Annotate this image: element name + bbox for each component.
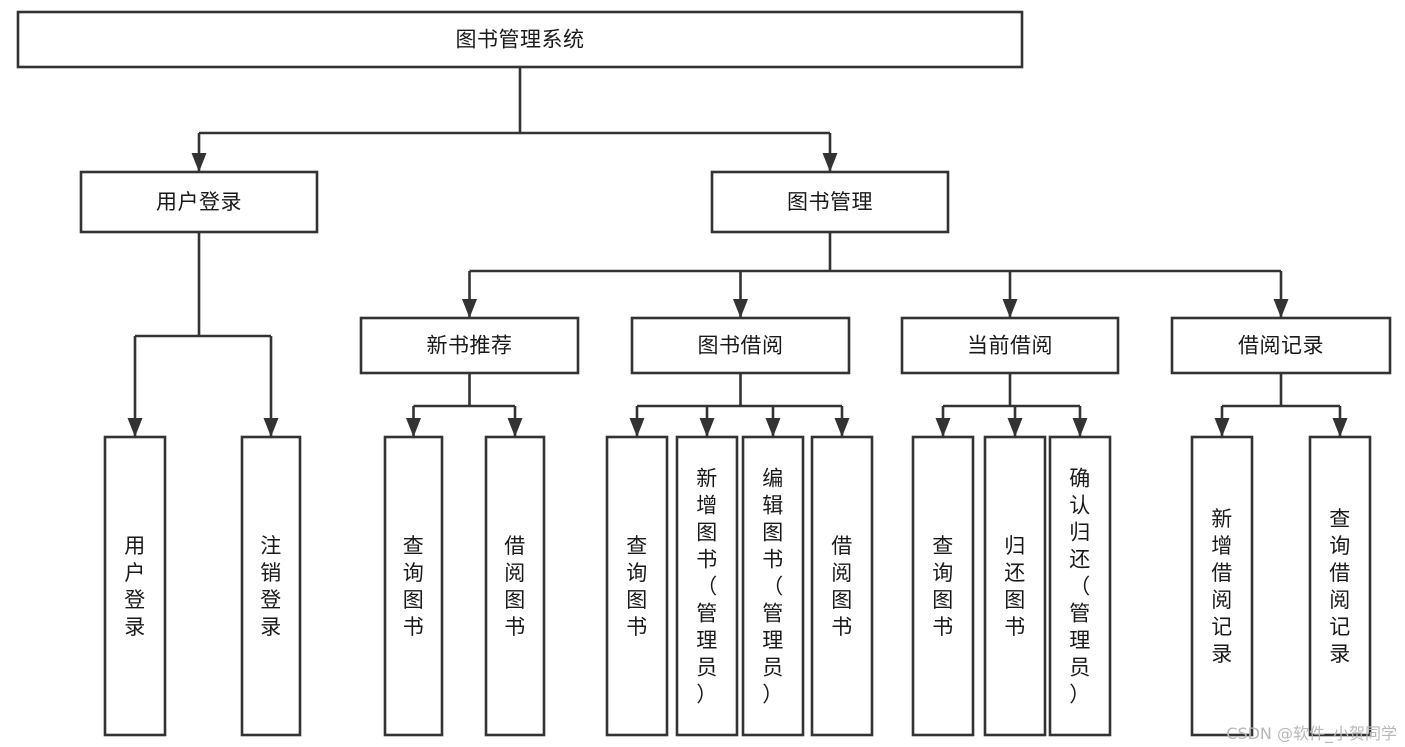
node-label: 确认归还（管理员） xyxy=(1069,467,1091,707)
node-box[interactable] xyxy=(911,435,975,737)
node-box[interactable] xyxy=(605,435,669,737)
edge-group-login xyxy=(127,232,279,437)
edge-arrowhead xyxy=(822,153,838,172)
node-leaf-current-confirm[interactable]: 确认归还（管理员） xyxy=(1048,435,1112,737)
edge-arrowhead xyxy=(699,418,715,437)
edge-group-newbook xyxy=(406,373,523,437)
node-label: 图书借阅 xyxy=(698,334,784,358)
node-box[interactable] xyxy=(630,316,851,375)
node-label: 归还图书 xyxy=(1004,534,1026,639)
node-label: 查询图书 xyxy=(403,534,425,639)
edge-arrowhead xyxy=(1072,418,1088,437)
edge-arrowhead xyxy=(406,418,421,437)
edge-group-records xyxy=(1214,373,1348,437)
node-leaf-record-query[interactable]: 查询借阅记录 xyxy=(1308,435,1372,737)
node-label: 注销登录 xyxy=(260,534,282,639)
node-box[interactable] xyxy=(240,435,302,737)
node-label: 编辑图书（管理员） xyxy=(762,467,784,707)
edge-arrowhead xyxy=(1332,418,1348,437)
nodes-layer: 图书管理系统用户登录图书管理新书推荐图书借阅当前借阅借阅记录用户登录注销登录查询… xyxy=(16,10,1392,737)
edge-group-current xyxy=(935,373,1088,437)
edge-arrowhead xyxy=(765,418,781,437)
node-leaf-newbook-borrow[interactable]: 借阅图书 xyxy=(484,435,546,737)
node-root[interactable]: 图书管理系统 xyxy=(16,10,1024,69)
node-login[interactable]: 用户登录 xyxy=(79,170,319,234)
node-label: 借阅图书 xyxy=(504,534,526,639)
node-box[interactable] xyxy=(1308,435,1372,737)
edge-arrowhead xyxy=(629,418,645,437)
edge-arrowhead xyxy=(733,299,748,318)
edges-layer xyxy=(127,67,1348,437)
edge-arrowhead xyxy=(834,418,850,437)
node-leaf-newbook-query[interactable]: 查询图书 xyxy=(383,435,444,737)
edge-arrowhead xyxy=(935,418,951,437)
edge-group-root xyxy=(191,67,838,172)
edge-arrowhead xyxy=(1002,299,1018,318)
node-leaf-current-query[interactable]: 查询图书 xyxy=(911,435,975,737)
node-label: 查询图书 xyxy=(932,534,954,639)
node-box[interactable] xyxy=(484,435,546,737)
edge-arrowhead xyxy=(263,418,279,437)
node-box[interactable] xyxy=(16,10,1024,69)
edge-arrowhead xyxy=(1007,418,1023,437)
node-box[interactable] xyxy=(900,316,1120,375)
node-label: 借阅记录 xyxy=(1238,334,1324,358)
node-label: 用户登录 xyxy=(124,534,146,639)
node-box[interactable] xyxy=(810,435,874,737)
edge-arrowhead xyxy=(1214,418,1230,437)
node-label: 用户登录 xyxy=(156,190,242,214)
edge-group-bookmgmt xyxy=(462,232,1289,318)
node-box[interactable] xyxy=(103,435,167,737)
edge-arrowhead xyxy=(127,418,143,437)
edge-group-borrow xyxy=(629,373,850,437)
node-leaf-record-add[interactable]: 新增借阅记录 xyxy=(1190,435,1254,737)
node-leaf-user-login[interactable]: 用户登录 xyxy=(103,435,167,737)
node-label: 查询图书 xyxy=(626,534,648,639)
node-box[interactable] xyxy=(741,435,805,737)
node-box[interactable] xyxy=(79,170,319,234)
node-box[interactable] xyxy=(710,170,950,234)
node-current[interactable]: 当前借阅 xyxy=(900,316,1120,375)
edge-arrowhead xyxy=(462,299,477,318)
node-bookmgmt[interactable]: 图书管理 xyxy=(710,170,950,234)
node-label: 图书管理系统 xyxy=(456,28,585,52)
edge-arrowhead xyxy=(1273,299,1289,318)
node-label: 新增借阅记录 xyxy=(1211,507,1233,666)
node-records[interactable]: 借阅记录 xyxy=(1170,316,1392,375)
node-label: 新增图书（管理员） xyxy=(696,467,718,707)
node-box[interactable] xyxy=(983,435,1047,737)
node-leaf-borrow-edit[interactable]: 编辑图书（管理员） xyxy=(741,435,805,737)
node-newbook[interactable]: 新书推荐 xyxy=(359,316,580,375)
node-box[interactable] xyxy=(1170,316,1392,375)
node-leaf-borrow-query[interactable]: 查询图书 xyxy=(605,435,669,737)
node-label: 新书推荐 xyxy=(427,334,513,358)
node-leaf-borrow-add[interactable]: 新增图书（管理员） xyxy=(675,435,739,737)
node-label: 当前借阅 xyxy=(967,334,1053,358)
node-label: 查询借阅记录 xyxy=(1329,507,1351,666)
node-box[interactable] xyxy=(1048,435,1112,737)
node-box[interactable] xyxy=(1190,435,1254,737)
node-leaf-user-logout[interactable]: 注销登录 xyxy=(240,435,302,737)
node-box[interactable] xyxy=(359,316,580,375)
node-label: 借阅图书 xyxy=(831,534,853,639)
node-borrow[interactable]: 图书借阅 xyxy=(630,316,851,375)
edge-arrowhead xyxy=(191,153,207,172)
edge-arrowhead xyxy=(507,418,523,437)
node-leaf-current-return[interactable]: 归还图书 xyxy=(983,435,1047,737)
node-label: 图书管理 xyxy=(787,190,873,214)
node-leaf-borrow-lend[interactable]: 借阅图书 xyxy=(810,435,874,737)
node-box[interactable] xyxy=(675,435,739,737)
node-box[interactable] xyxy=(383,435,444,737)
